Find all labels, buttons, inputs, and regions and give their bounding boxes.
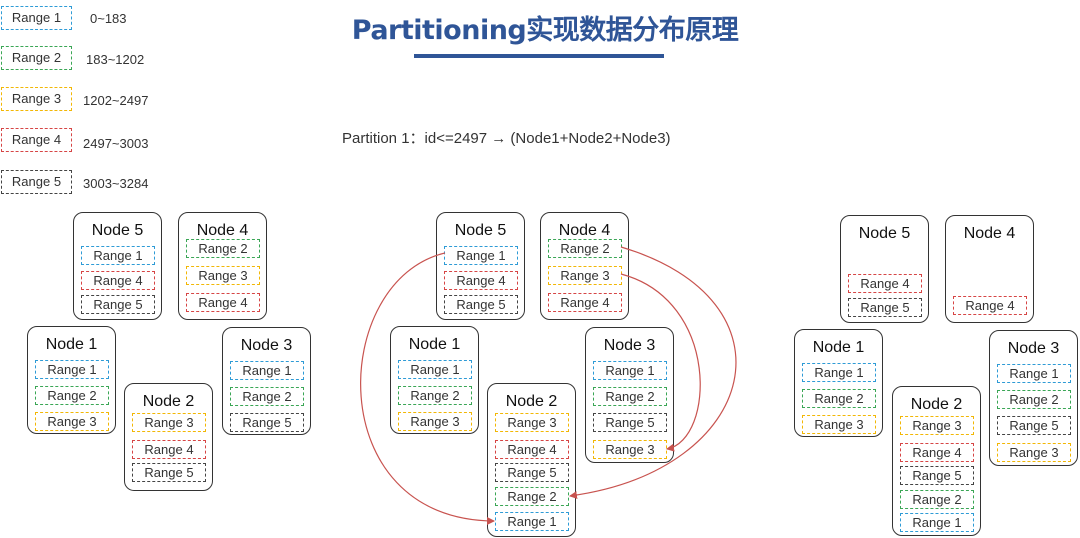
range-3: Range 3 — [802, 415, 876, 434]
node-title: Node 2 — [142, 393, 195, 410]
range-2: Range 2 — [548, 239, 622, 258]
range-5: Range 5 — [997, 416, 1071, 435]
range-5: Range 5 — [900, 466, 974, 485]
node-title: Node 3 — [603, 337, 656, 354]
range-1: Range 1 — [900, 513, 974, 532]
range-1: Range 1 — [997, 364, 1071, 383]
node-title: Node 4 — [196, 222, 249, 239]
range-2: Range 2 — [230, 387, 304, 406]
range-1: Range 1 — [593, 361, 667, 380]
node-2: Node 2 Range 3 Range 4 Range 5 — [124, 383, 213, 491]
range-5: Range 5 — [848, 298, 922, 317]
legend-range-1-value: 0~183 — [90, 11, 127, 26]
range-3: Range 3 — [132, 413, 206, 432]
partition-rule: Partition 1：id<=2497 → (Node1+Node2+Node… — [342, 130, 671, 147]
node-title: Node 1 — [45, 336, 98, 353]
legend-range-5-value: 3003~3284 — [83, 176, 149, 191]
node-1: Node 1 Range 1 Range 2 Range 3 — [390, 326, 479, 434]
range-4: Range 4 — [186, 293, 260, 312]
legend-range-5: Range 5 — [1, 170, 72, 194]
range-5: Range 5 — [81, 295, 155, 314]
range-1: Range 1 — [81, 246, 155, 265]
range-1: Range 1 — [444, 246, 518, 265]
legend-range-2: Range 2 — [1, 46, 72, 70]
legend-range-4: Range 4 — [1, 128, 72, 152]
legend-range-3-value: 1202~2497 — [83, 93, 149, 108]
range-2: Range 2 — [495, 487, 569, 506]
node-2: Node 2 Range 3 Range 4 Range 5 Range 2 R… — [892, 386, 981, 536]
range-1: Range 1 — [398, 360, 472, 379]
range-2: Range 2 — [398, 386, 472, 405]
legend-range-4-value: 2497~3003 — [83, 136, 149, 151]
node-title: Node 2 — [910, 396, 963, 413]
node-title: Node 5 — [858, 225, 911, 242]
node-4: Node 4 Range 2 Range 3 Range 4 — [178, 212, 267, 320]
node-5: Node 5 Range 1 Range 4 Range 5 — [73, 212, 162, 320]
node-title: Node 5 — [454, 222, 507, 239]
page-title: Partitioning实现数据分布原理 — [351, 15, 739, 46]
node-4: Node 4 Range 4 — [945, 215, 1034, 323]
node-title: Node 5 — [91, 222, 144, 239]
range-2: Range 2 — [997, 390, 1071, 409]
legend-range-1: Range 1 — [1, 6, 72, 30]
node-2: Node 2 Range 3 Range 4 Range 5 Range 2 R… — [487, 383, 576, 537]
range-4: Range 4 — [444, 271, 518, 290]
range-3: Range 3 — [398, 412, 472, 431]
range-4: Range 4 — [953, 296, 1027, 315]
range-3: Range 3 — [548, 266, 622, 285]
range-3: Range 3 — [186, 266, 260, 285]
node-4: Node 4 Range 2 Range 3 Range 4 — [540, 212, 629, 320]
range-3: Range 3 — [495, 413, 569, 432]
range-1: Range 1 — [230, 361, 304, 380]
node-3: Node 3 Range 1 Range 2 Range 5 — [222, 327, 311, 435]
node-3: Node 3 Range 1 Range 2 Range 5 Range 3 — [585, 327, 674, 463]
range-5: Range 5 — [132, 463, 206, 482]
node-1: Node 1 Range 1 Range 2 Range 3 — [27, 326, 116, 434]
node-3: Node 3 Range 1 Range 2 Range 5 Range 3 — [989, 330, 1078, 466]
range-2: Range 2 — [35, 386, 109, 405]
range-5: Range 5 — [230, 413, 304, 432]
range-4: Range 4 — [495, 440, 569, 459]
node-title: Node 3 — [240, 337, 293, 354]
range-3: Range 3 — [900, 416, 974, 435]
range-3: Range 3 — [35, 412, 109, 431]
range-2: Range 2 — [802, 389, 876, 408]
node-5: Node 5 Range 1 Range 4 Range 5 — [436, 212, 525, 320]
range-1: Range 1 — [495, 512, 569, 531]
legend-range-3: Range 3 — [1, 87, 72, 111]
node-title: Node 1 — [812, 339, 865, 356]
node-title: Node 3 — [1007, 340, 1060, 357]
node-1: Node 1 Range 1 Range 2 Range 3 — [794, 329, 883, 437]
node-title: Node 4 — [963, 225, 1016, 242]
range-2: Range 2 — [593, 387, 667, 406]
node-5: Node 5 Range 4 Range 5 — [840, 215, 929, 323]
range-4: Range 4 — [900, 443, 974, 462]
node-title: Node 2 — [505, 393, 558, 410]
range-2: Range 2 — [186, 239, 260, 258]
node-title: Node 4 — [558, 222, 611, 239]
range-5: Range 5 — [593, 413, 667, 432]
range-4: Range 4 — [132, 440, 206, 459]
range-1: Range 1 — [35, 360, 109, 379]
range-5: Range 5 — [444, 295, 518, 314]
range-4: Range 4 — [548, 293, 622, 312]
range-3: Range 3 — [593, 440, 667, 459]
range-1: Range 1 — [802, 363, 876, 382]
node-title: Node 1 — [408, 336, 461, 353]
legend-range-2-value: 183~1202 — [86, 52, 145, 67]
range-2: Range 2 — [900, 490, 974, 509]
title-underline — [414, 54, 664, 58]
range-5: Range 5 — [495, 463, 569, 482]
range-3: Range 3 — [997, 443, 1071, 462]
range-4: Range 4 — [848, 274, 922, 293]
range-4: Range 4 — [81, 271, 155, 290]
